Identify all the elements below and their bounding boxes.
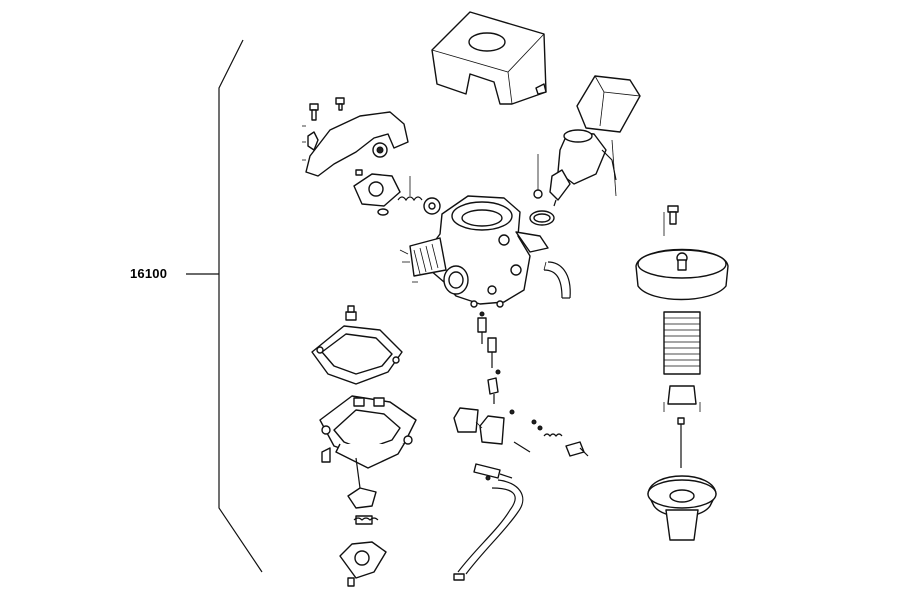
float-part: [453, 407, 531, 453]
group-bracket: [186, 39, 263, 573]
pilot-screw-part: [531, 419, 589, 457]
drain-screw-part: [339, 457, 387, 587]
carburetor-body-part: [399, 195, 549, 308]
vacuum-piston-part: [635, 205, 729, 541]
bowl-gasket-part: [311, 305, 403, 385]
top-cover-part: [431, 11, 547, 105]
float-bowl-part: [319, 395, 417, 469]
vent-hose-part: [543, 261, 571, 299]
jet-stack-part: [477, 311, 501, 404]
fuel-hose-part: [453, 475, 524, 581]
part-number-label: 16100: [130, 266, 168, 281]
throttle-bracket-part: [302, 97, 409, 177]
intake-flange-part: [353, 169, 441, 216]
auto-choke-part: [529, 75, 641, 226]
idle-screw-part: [473, 463, 513, 479]
